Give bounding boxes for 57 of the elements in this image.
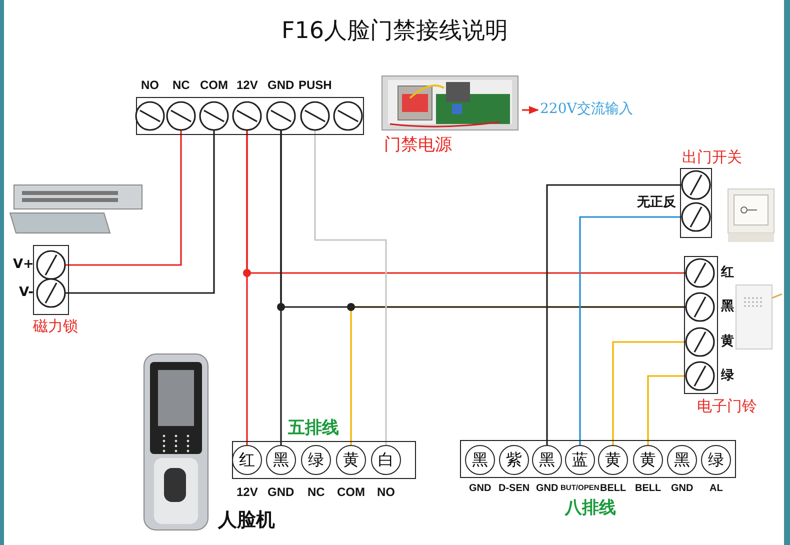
- pin-label: BELL: [600, 484, 626, 494]
- pin-label: 12V: [236, 486, 258, 498]
- pin-label: GND: [469, 484, 492, 494]
- terminal-note: 无正反: [637, 196, 676, 209]
- terminal-label: 12V: [236, 79, 258, 91]
- wire: [647, 375, 686, 445]
- wire-color-terminal: 红: [232, 445, 262, 475]
- pin-label: NO: [377, 486, 395, 498]
- terminal-label: V-: [19, 286, 34, 299]
- block-heading: 八排线: [565, 500, 616, 517]
- terminal-label: 红: [721, 266, 734, 279]
- wire-color-terminal: 黑: [465, 445, 495, 475]
- wire-color-terminal: 黑: [266, 445, 296, 475]
- pin-label: AL: [710, 484, 723, 494]
- pin-label: BELL: [635, 484, 662, 494]
- arrow: [522, 106, 539, 114]
- device-label: 人脸机: [218, 511, 275, 530]
- pin-label: GND: [268, 486, 294, 498]
- wire: [546, 184, 682, 445]
- terminal-label: COM: [200, 79, 228, 91]
- terminal-label: GND: [268, 79, 294, 91]
- pin-label: GND: [536, 484, 558, 494]
- block-heading: 电子门铃: [697, 399, 757, 414]
- terminal-label: 绿: [721, 369, 734, 382]
- wire: [246, 130, 686, 274]
- pin-label: GND: [671, 484, 694, 494]
- block-heading: 五排线: [288, 420, 339, 437]
- terminal-label: NC: [172, 79, 190, 91]
- wire-color-terminal: 黄: [598, 445, 628, 475]
- wire: [579, 216, 682, 445]
- device-caption: 门禁电源: [384, 137, 452, 154]
- wire-color-terminal: 白: [371, 445, 401, 475]
- wire-color-terminal: 黄: [336, 445, 366, 475]
- wire: [280, 130, 686, 308]
- wire-color-terminal: 紫: [499, 445, 529, 475]
- wire-color-terminal: 黑: [532, 445, 562, 475]
- wire-color-terminal: 蓝: [565, 445, 595, 475]
- wire-color-terminal: 绿: [701, 445, 731, 475]
- terminal-label: 黑: [721, 300, 734, 313]
- pin-label: NC: [308, 486, 325, 498]
- wire-color-terminal: 绿: [301, 445, 331, 475]
- pin-label: D-SEN: [498, 484, 530, 494]
- pin-label: COM: [337, 486, 365, 498]
- wire-color-terminal: 黄: [633, 445, 663, 475]
- wire: [65, 130, 182, 266]
- title: F16人脸门禁接线说明: [282, 20, 508, 43]
- terminal-label: V+: [13, 258, 34, 271]
- block-heading: 出门开关: [682, 150, 742, 165]
- wire: [314, 130, 387, 445]
- terminal-label: PUSH: [298, 79, 332, 91]
- input-note: 220V交流输入: [540, 102, 633, 116]
- block-heading: 磁力锁: [33, 319, 78, 334]
- wire-color-terminal: 黑: [667, 445, 697, 475]
- terminal-label: 黄: [721, 335, 734, 348]
- terminal-label: NO: [141, 79, 159, 91]
- wire: [612, 341, 686, 445]
- wire: [65, 130, 215, 294]
